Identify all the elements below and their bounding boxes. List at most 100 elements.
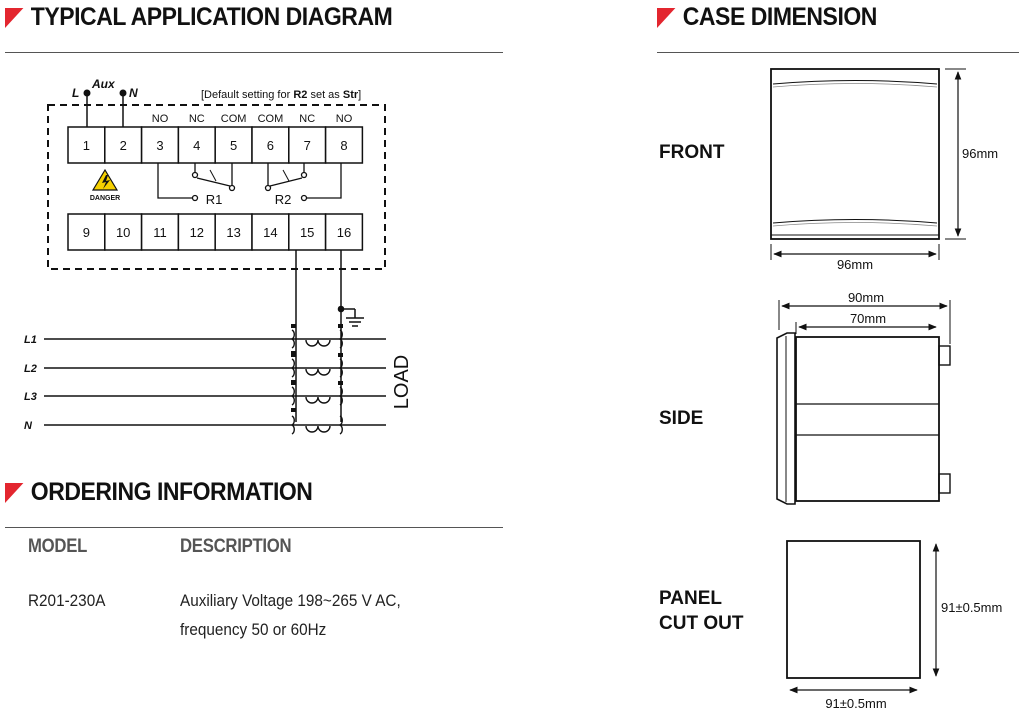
application-divider bbox=[5, 52, 503, 53]
terminal-number: 2 bbox=[120, 138, 127, 153]
case-dimension-title: CASE DIMENSION bbox=[657, 3, 877, 32]
ct-polarity-mark bbox=[338, 353, 343, 357]
ct-polarity-mark bbox=[338, 381, 343, 385]
side-view-drawing bbox=[776, 300, 951, 505]
ct-winding-s1 bbox=[290, 386, 295, 406]
terminal-number: 13 bbox=[226, 225, 240, 240]
cutout-height-value: 91±0.5mm bbox=[941, 600, 1002, 615]
terminal-box bbox=[324, 126, 364, 164]
ordering-divider bbox=[5, 527, 503, 528]
description-cell-line2: frequency 50 or 60Hz bbox=[180, 620, 327, 639]
contact-label: COM bbox=[221, 113, 247, 125]
earth-ground-icon bbox=[341, 308, 364, 327]
front-view-drawing bbox=[770, 68, 966, 260]
top-terminal-block bbox=[67, 126, 364, 164]
terminal-box bbox=[104, 213, 143, 251]
terminal-number: 3 bbox=[156, 138, 163, 153]
panel-cutout-label-line2: CUT OUT bbox=[659, 613, 744, 634]
panel-cutout-drawing bbox=[786, 540, 940, 694]
description-cell-line1: Auxiliary Voltage 198~265 V AC, bbox=[180, 591, 401, 610]
relay-r2-contact bbox=[264, 163, 342, 202]
ct-polarity-mark bbox=[291, 408, 296, 412]
load-label: LOAD bbox=[391, 355, 413, 409]
ct-coil bbox=[305, 396, 331, 404]
terminal-box bbox=[67, 213, 106, 251]
current-transformers bbox=[290, 324, 343, 435]
side-total-depth-value: 90mm bbox=[848, 290, 884, 305]
ct-polarity-mark bbox=[291, 324, 296, 328]
ct-polarity-mark bbox=[291, 381, 296, 385]
panel-cutout-label-line1: PANEL bbox=[659, 588, 722, 609]
ct-winding-s1 bbox=[290, 415, 295, 435]
model-column-header: MODEL bbox=[28, 536, 88, 557]
aux-label: Aux bbox=[91, 77, 116, 91]
front-label: FRONT bbox=[659, 142, 725, 163]
terminal-number: 4 bbox=[193, 138, 200, 153]
ct-polarity-mark bbox=[291, 353, 296, 357]
ct-coil bbox=[305, 339, 331, 347]
phase-line-label: L1 bbox=[24, 334, 37, 346]
red-flag-icon bbox=[5, 7, 24, 28]
phase-line-label: N bbox=[24, 420, 33, 432]
terminal-box bbox=[140, 213, 180, 251]
ct-polarity-mark bbox=[338, 324, 343, 328]
wiring-diagram bbox=[44, 89, 386, 435]
terminal-box bbox=[214, 213, 253, 251]
relay-r1-contact bbox=[157, 163, 236, 202]
terminal-number: 5 bbox=[230, 138, 237, 153]
red-flag-icon bbox=[5, 482, 24, 503]
relay-r1-label: R1 bbox=[206, 192, 223, 207]
phase-line-label: L3 bbox=[24, 391, 37, 403]
contact-label: NO bbox=[152, 113, 169, 125]
l-node bbox=[83, 89, 91, 97]
terminal-box bbox=[324, 213, 364, 251]
contact-label: NO bbox=[336, 113, 353, 125]
contact-label: NC bbox=[299, 113, 315, 125]
ct-coil bbox=[305, 368, 331, 376]
description-column-header: DESCRIPTION bbox=[180, 536, 292, 557]
front-width-value: 96mm bbox=[837, 257, 873, 272]
terminal-number: 16 bbox=[337, 225, 351, 240]
terminal-number: 8 bbox=[340, 138, 347, 153]
phase-line-label: L2 bbox=[24, 363, 37, 375]
relay-r2-label: R2 bbox=[275, 192, 292, 207]
side-label: SIDE bbox=[659, 408, 704, 429]
terminal-number: 15 bbox=[300, 225, 314, 240]
terminal-number: 1 bbox=[83, 138, 90, 153]
ct-coil bbox=[305, 425, 331, 433]
n-node bbox=[119, 89, 127, 97]
cutout-width-value: 91±0.5mm bbox=[825, 696, 886, 711]
contact-label: NC bbox=[189, 113, 205, 125]
terminal-number: 6 bbox=[267, 138, 274, 153]
ct-winding-s2 bbox=[338, 386, 343, 406]
application-diagram-title: TYPICAL APPLICATION DIAGRAM bbox=[5, 3, 393, 32]
ct-winding-s1 bbox=[290, 358, 295, 378]
case-divider bbox=[657, 52, 1019, 53]
terminal-number: 7 bbox=[304, 138, 311, 153]
terminal-box bbox=[214, 126, 253, 164]
terminal-box bbox=[288, 213, 327, 251]
terminal-number: 9 bbox=[83, 225, 90, 240]
danger-high-voltage-icon bbox=[91, 168, 119, 191]
ct-winding-s2 bbox=[338, 415, 343, 435]
terminal-box bbox=[177, 213, 216, 251]
ct-winding-s1 bbox=[290, 329, 295, 349]
phase-lines bbox=[44, 338, 386, 426]
terminal-box bbox=[140, 126, 180, 164]
default-setting-note: [Default setting for R2 set as Str] bbox=[201, 89, 361, 101]
meter-enclosure bbox=[47, 104, 386, 270]
n-label: N bbox=[129, 86, 138, 100]
ct-winding-s2 bbox=[338, 358, 343, 378]
ordering-info-title: ORDERING INFORMATION bbox=[5, 478, 313, 507]
bottom-terminal-block bbox=[67, 213, 364, 251]
terminal-box bbox=[67, 126, 106, 164]
model-cell: R201-230A bbox=[28, 591, 106, 610]
danger-label: DANGER bbox=[90, 195, 120, 202]
terminal-number: 10 bbox=[116, 225, 130, 240]
ct-winding-s2 bbox=[338, 329, 343, 349]
terminal-number: 12 bbox=[190, 225, 204, 240]
